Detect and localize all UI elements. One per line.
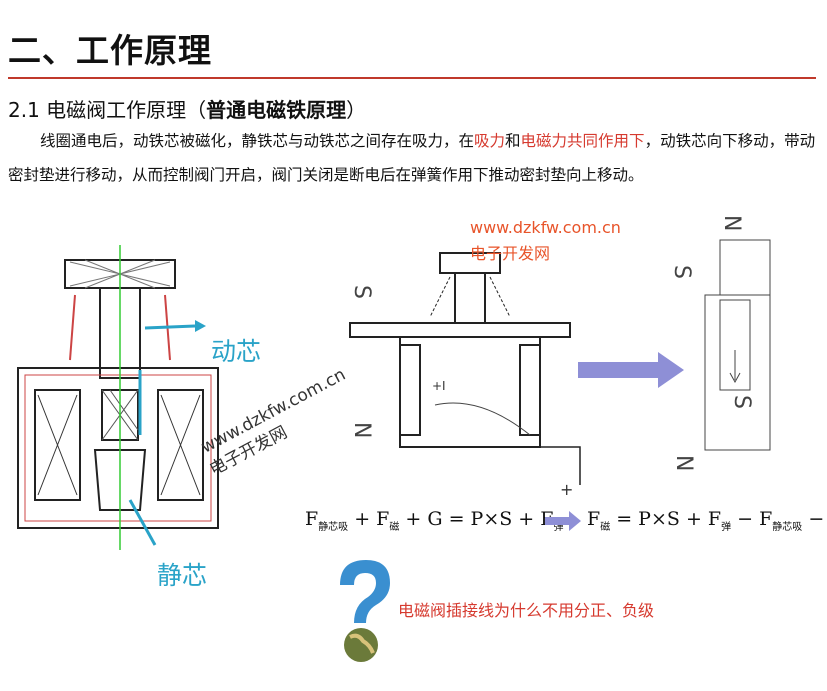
- n-pole-label: N: [349, 422, 374, 438]
- equation-arrow-icon: [545, 511, 581, 531]
- svg-text:S: S: [729, 395, 754, 409]
- transition-arrow-icon: [578, 352, 684, 388]
- svg-text:+I: +I: [432, 379, 446, 393]
- svg-text:+: +: [560, 480, 573, 499]
- watermark-name-2: 电子开发网: [470, 244, 551, 263]
- page-title: 二、工作原理: [8, 31, 212, 70]
- para-highlight: 吸力: [474, 132, 506, 150]
- svg-text:S: S: [669, 265, 694, 279]
- title-divider: [8, 77, 816, 79]
- watermark-url-2: www.dzkfw.com.cn: [470, 218, 621, 237]
- subtitle-suffix: ）: [346, 98, 367, 122]
- force-equation-2: F磁 = P×S + F弹 − F静芯吸 − G: [587, 508, 827, 533]
- section-subtitle: 2.1 电磁阀工作原理（普通电磁铁原理）: [8, 94, 366, 123]
- para-text: 和: [505, 132, 521, 150]
- force-equation-1: F静芯吸 + F磁 + G = P×S + F弹: [305, 508, 564, 533]
- bar-magnet-diagram: N S S N: [669, 215, 771, 471]
- svg-text:N: N: [719, 215, 744, 231]
- solenoid-cross-section: [17, 245, 219, 550]
- electromagnet-diagram: +I S N +: [349, 252, 581, 499]
- description-paragraph: 线圈通电后，动铁芯被磁化，静铁芯与动铁芯之间存在吸力，在吸力和电磁力共同作用下，…: [8, 124, 818, 192]
- para-text: ，动铁芯向下移动，带动密封垫进行移动，从而控制阀门开启，阀门关闭是断电后在弹簧作…: [8, 132, 816, 184]
- question-text: 电磁阀插接线为什么不用分正、负级: [398, 601, 655, 620]
- para-text: 线圈通电后，动铁芯被磁化，静铁芯与动铁芯之间存在吸力，在: [40, 132, 475, 150]
- para-highlight: 电磁力共同作用下: [520, 132, 645, 150]
- subtitle-bold: 普通电磁铁原理: [206, 98, 347, 122]
- svg-text:N: N: [671, 455, 696, 471]
- s-pole-label: S: [349, 285, 374, 299]
- static-core-label: 静芯: [157, 561, 208, 590]
- subtitle-prefix: 2.1 电磁阀工作原理（: [8, 98, 207, 122]
- question-mark-globe-icon: [340, 560, 390, 662]
- moving-core-label: 动芯: [211, 337, 262, 366]
